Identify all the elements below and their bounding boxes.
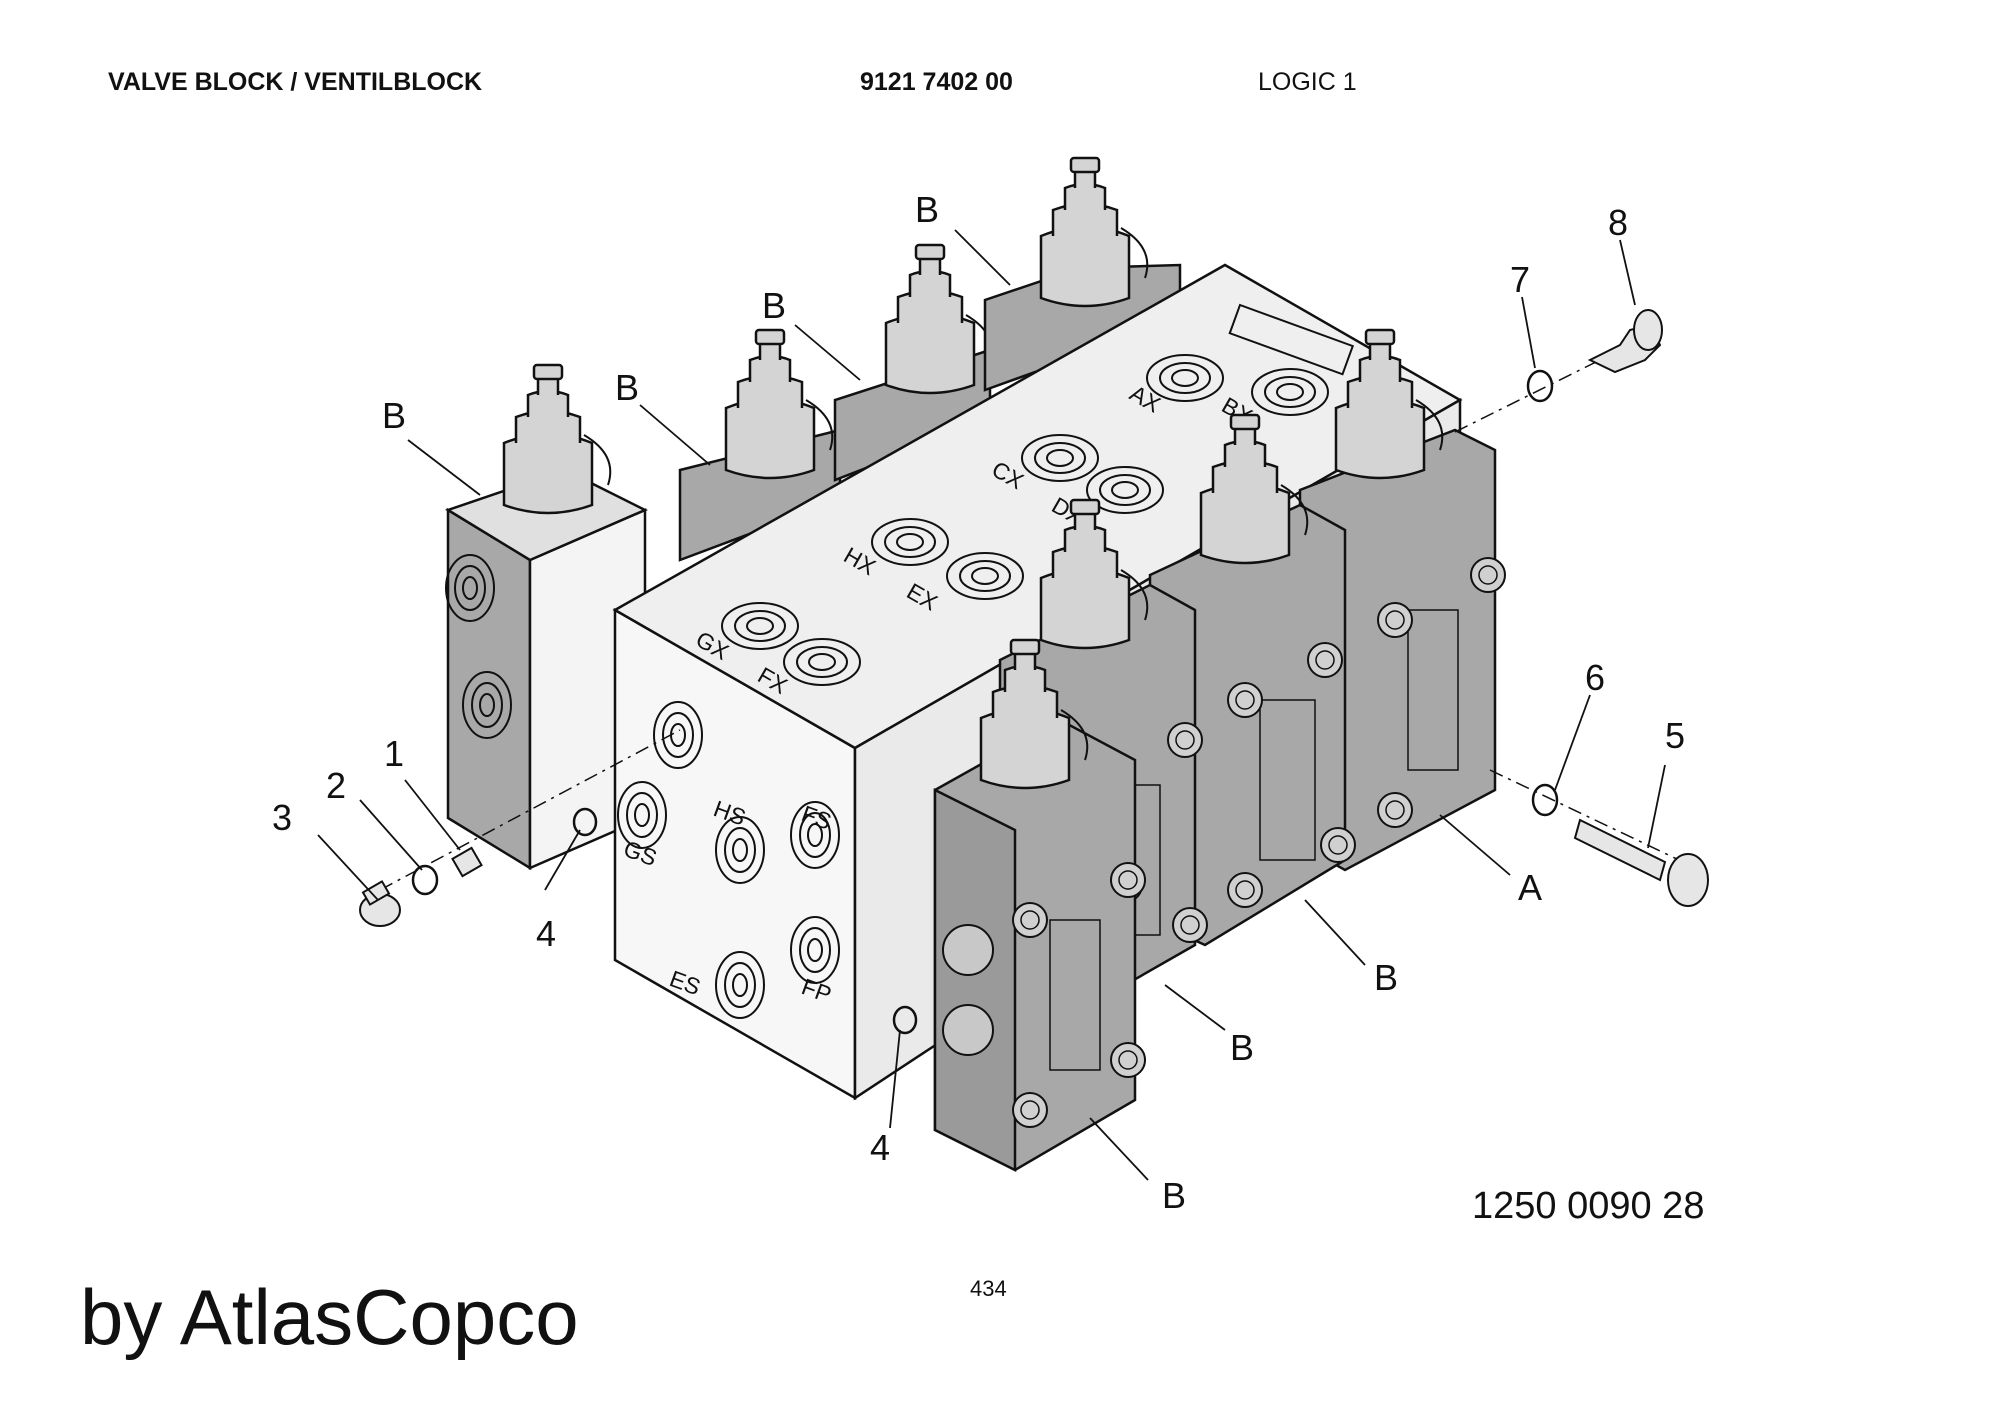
callouts: B B B B B B B A 8 7 6 5 1 2 3 4 4 (272, 189, 1685, 1216)
logic-label: LOGIC 1 (1258, 68, 1357, 96)
callout-b: B (1230, 1027, 1254, 1068)
exploded-parts-right (1454, 309, 1709, 907)
callout-6: 6 (1585, 657, 1605, 698)
callout-7: 7 (1510, 259, 1530, 300)
callout-b: B (915, 189, 939, 230)
page-number: 434 (970, 1276, 1007, 1301)
brand-watermark: by AtlasCopco (80, 1273, 579, 1361)
callout-3: 3 (272, 797, 292, 838)
callout-1: 1 (384, 733, 404, 774)
callout-b: B (762, 285, 786, 326)
callout-4: 4 (536, 913, 556, 954)
drawing-number: 1250 0090 28 (1472, 1185, 1705, 1227)
callout-b: B (1162, 1175, 1186, 1216)
callout-5: 5 (1665, 715, 1685, 756)
back-valves (678, 156, 1182, 562)
callout-b: B (615, 367, 639, 408)
left-valve-section (445, 363, 648, 871)
front-valves (933, 328, 1506, 1173)
callout-b: B (382, 395, 406, 436)
callout-a: A (1518, 867, 1542, 908)
callout-b: B (1374, 957, 1398, 998)
callout-8: 8 (1608, 202, 1628, 243)
document-title: VALVE BLOCK / VENTILBLOCK (108, 68, 483, 96)
part-number: 9121 7402 00 (860, 68, 1013, 96)
callout-2: 2 (326, 765, 346, 806)
callout-4: 4 (870, 1127, 890, 1168)
leader-lines (317, 229, 1666, 1181)
exploded-parts-left (359, 729, 918, 1035)
